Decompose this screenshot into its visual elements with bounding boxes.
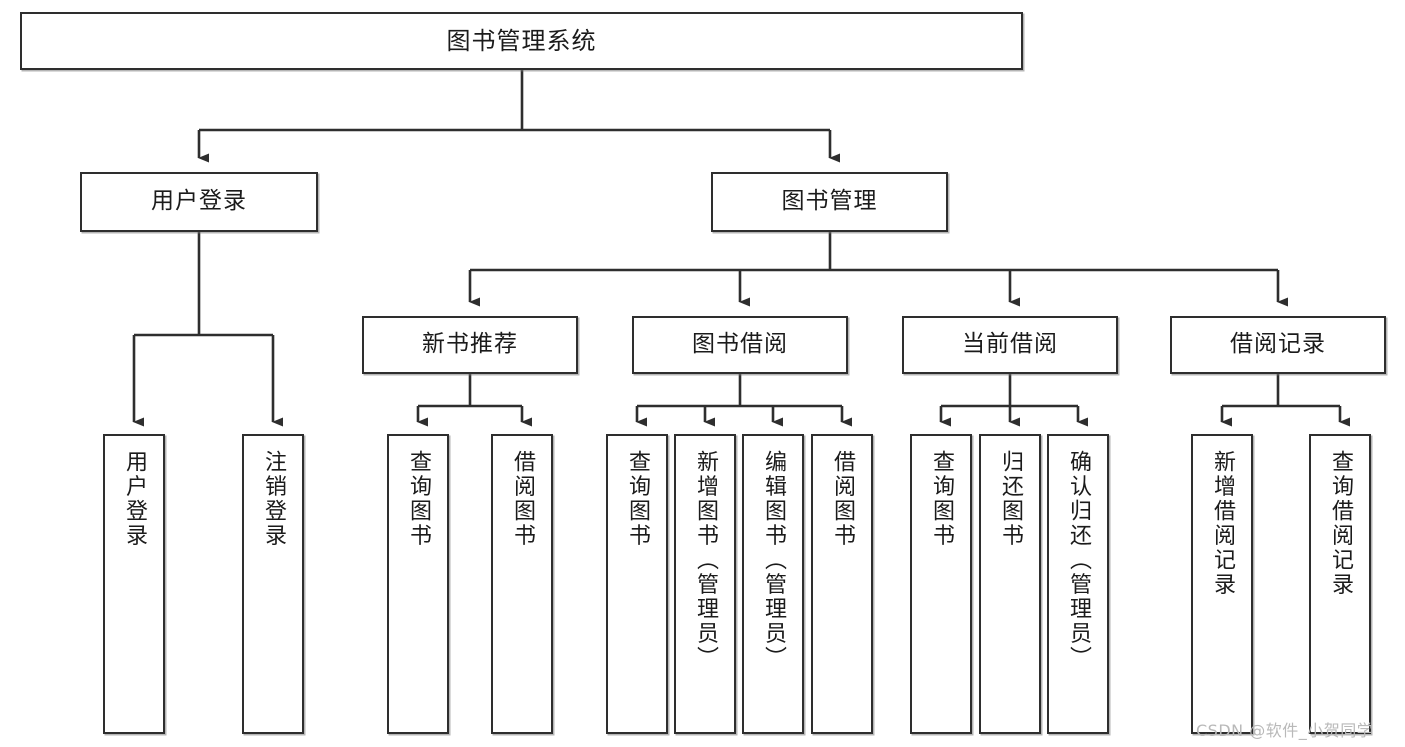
node-label: 当前借阅 xyxy=(962,331,1058,358)
node-leaf-return-book[interactable]: 归还图书 xyxy=(979,434,1041,734)
node-leaf-edit-book[interactable]: 编辑图书（管理员） xyxy=(742,434,804,734)
node-leaf-confirm-return[interactable]: 确认归还（管理员） xyxy=(1047,434,1109,734)
node-user-login[interactable]: 用户登录 xyxy=(80,172,318,232)
node-label: 用户登录 xyxy=(122,450,147,548)
node-label: 归还图书 xyxy=(998,450,1023,548)
node-label: 借阅记录 xyxy=(1230,331,1326,358)
node-borrow-record[interactable]: 借阅记录 xyxy=(1170,316,1386,374)
node-label: 确认归还（管理员） xyxy=(1066,450,1091,671)
node-leaf-borrow-book-1[interactable]: 借阅图书 xyxy=(491,434,553,734)
node-leaf-borrow-book-2[interactable]: 借阅图书 xyxy=(811,434,873,734)
node-label: 注销登录 xyxy=(261,450,286,548)
node-label: 借阅图书 xyxy=(510,450,535,548)
node-book-borrow[interactable]: 图书借阅 xyxy=(632,316,848,374)
node-label: 查询图书 xyxy=(929,450,954,548)
node-leaf-query-record[interactable]: 查询借阅记录 xyxy=(1309,434,1371,734)
node-leaf-query-book-1[interactable]: 查询图书 xyxy=(387,434,449,734)
node-label: 查询借阅记录 xyxy=(1328,450,1353,597)
node-label: 图书借阅 xyxy=(692,331,788,358)
node-current-borrow[interactable]: 当前借阅 xyxy=(902,316,1118,374)
node-label: 新书推荐 xyxy=(422,331,518,358)
node-leaf-user-logout[interactable]: 注销登录 xyxy=(242,434,304,734)
node-leaf-query-book-2[interactable]: 查询图书 xyxy=(606,434,668,734)
node-leaf-add-record[interactable]: 新增借阅记录 xyxy=(1191,434,1253,734)
csdn-watermark: CSDN @软件_小贺同学 xyxy=(1196,721,1374,740)
node-label: 新增借阅记录 xyxy=(1210,450,1235,597)
node-label: 图书管理系统 xyxy=(446,26,597,55)
node-leaf-query-book-3[interactable]: 查询图书 xyxy=(910,434,972,734)
node-label: 用户登录 xyxy=(151,188,247,215)
node-book-manage[interactable]: 图书管理 xyxy=(711,172,948,232)
node-label: 借阅图书 xyxy=(830,450,855,548)
node-label: 查询图书 xyxy=(406,450,431,548)
node-root-system[interactable]: 图书管理系统 xyxy=(20,12,1023,70)
node-leaf-user-login[interactable]: 用户登录 xyxy=(103,434,165,734)
node-label: 图书管理 xyxy=(781,188,878,215)
node-label: 新增图书（管理员） xyxy=(693,450,718,671)
node-label: 查询图书 xyxy=(625,450,650,548)
node-label: 编辑图书（管理员） xyxy=(761,450,786,671)
node-new-book-recommend[interactable]: 新书推荐 xyxy=(362,316,578,374)
node-leaf-add-book[interactable]: 新增图书（管理员） xyxy=(674,434,736,734)
